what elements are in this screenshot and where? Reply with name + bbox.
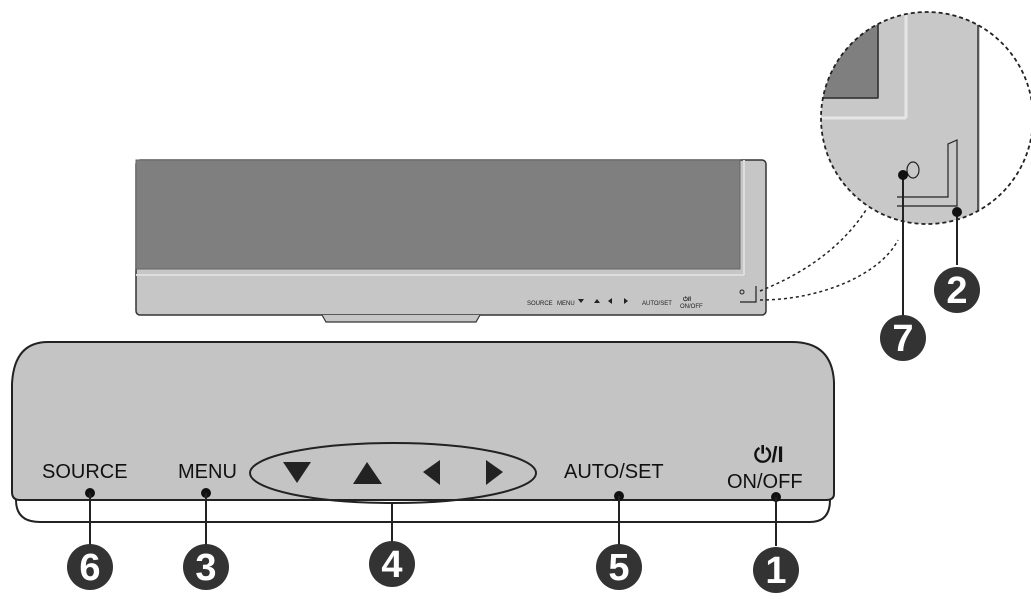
- power-switch[interactable]: [897, 139, 958, 207]
- magnified-view: [820, 11, 1031, 225]
- mini-auto-set-label: AUTO/SET: [642, 301, 672, 307]
- source-button-label: SOURCE: [42, 461, 128, 483]
- callout-1-number: 1: [765, 550, 786, 592]
- mini-power-led: [739, 289, 745, 295]
- panel-body: [11, 341, 835, 501]
- callout-7-dot: [898, 170, 908, 180]
- callout-7-badge: [880, 315, 926, 361]
- mini-power-switch[interactable]: [740, 286, 757, 303]
- monitor-screen: [135, 159, 741, 270]
- mini-up-arrow-icon[interactable]: [594, 299, 600, 303]
- mini-menu-label: MENU: [557, 301, 575, 307]
- callout-2-number: 2: [946, 270, 967, 312]
- mini-right-arrow-icon[interactable]: [624, 298, 628, 304]
- callout-6-badge: [67, 544, 113, 590]
- callout-4-number: 4: [381, 544, 402, 586]
- mini-on-off-label: ON/OFF: [680, 304, 703, 310]
- callout-3-number: 3: [195, 547, 216, 589]
- right-arrow-icon[interactable]: [486, 460, 503, 485]
- monitor-front-view: SOURCE MENU AUTO/SET ⏻/I ON/OFF: [135, 159, 767, 323]
- mini-down-arrow-icon[interactable]: [578, 299, 584, 303]
- on-off-button-label: ON/OFF: [727, 471, 803, 493]
- callout-4-badge: [369, 541, 415, 587]
- down-arrow-icon[interactable]: [283, 462, 311, 483]
- callout-3-badge: [183, 544, 229, 590]
- up-arrow-icon[interactable]: [353, 462, 382, 484]
- callout-5-badge: [596, 544, 642, 590]
- callout-7-number: 7: [892, 318, 913, 360]
- magnified-dashed-border: [820, 11, 1031, 225]
- callout-2-badge: [934, 267, 980, 313]
- power-icon: ⏻/I: [754, 442, 784, 467]
- callout-2-dot: [952, 207, 962, 217]
- mini-power-icon: ⏻/I: [683, 296, 691, 303]
- mini-left-arrow-icon[interactable]: [608, 298, 612, 304]
- left-arrow-icon[interactable]: [423, 460, 440, 485]
- mini-source-label: SOURCE: [527, 301, 553, 307]
- power-led-indicator: [906, 161, 920, 179]
- zoom-connector-lower: [759, 239, 899, 301]
- menu-button-label: MENU: [178, 461, 237, 483]
- zoom-connector-upper: [759, 209, 867, 292]
- control-panel: SOURCE MENU AUTO/SET ⏻/I ON/OFF: [11, 341, 835, 523]
- auto-set-button-label: AUTO/SET: [564, 461, 664, 483]
- callout-6-number: 6: [79, 547, 100, 589]
- callout-5-number: 5: [608, 547, 629, 589]
- callout-1-badge: [753, 547, 799, 593]
- monitor-stand: [321, 314, 481, 323]
- panel-bottom-edge: [15, 499, 831, 523]
